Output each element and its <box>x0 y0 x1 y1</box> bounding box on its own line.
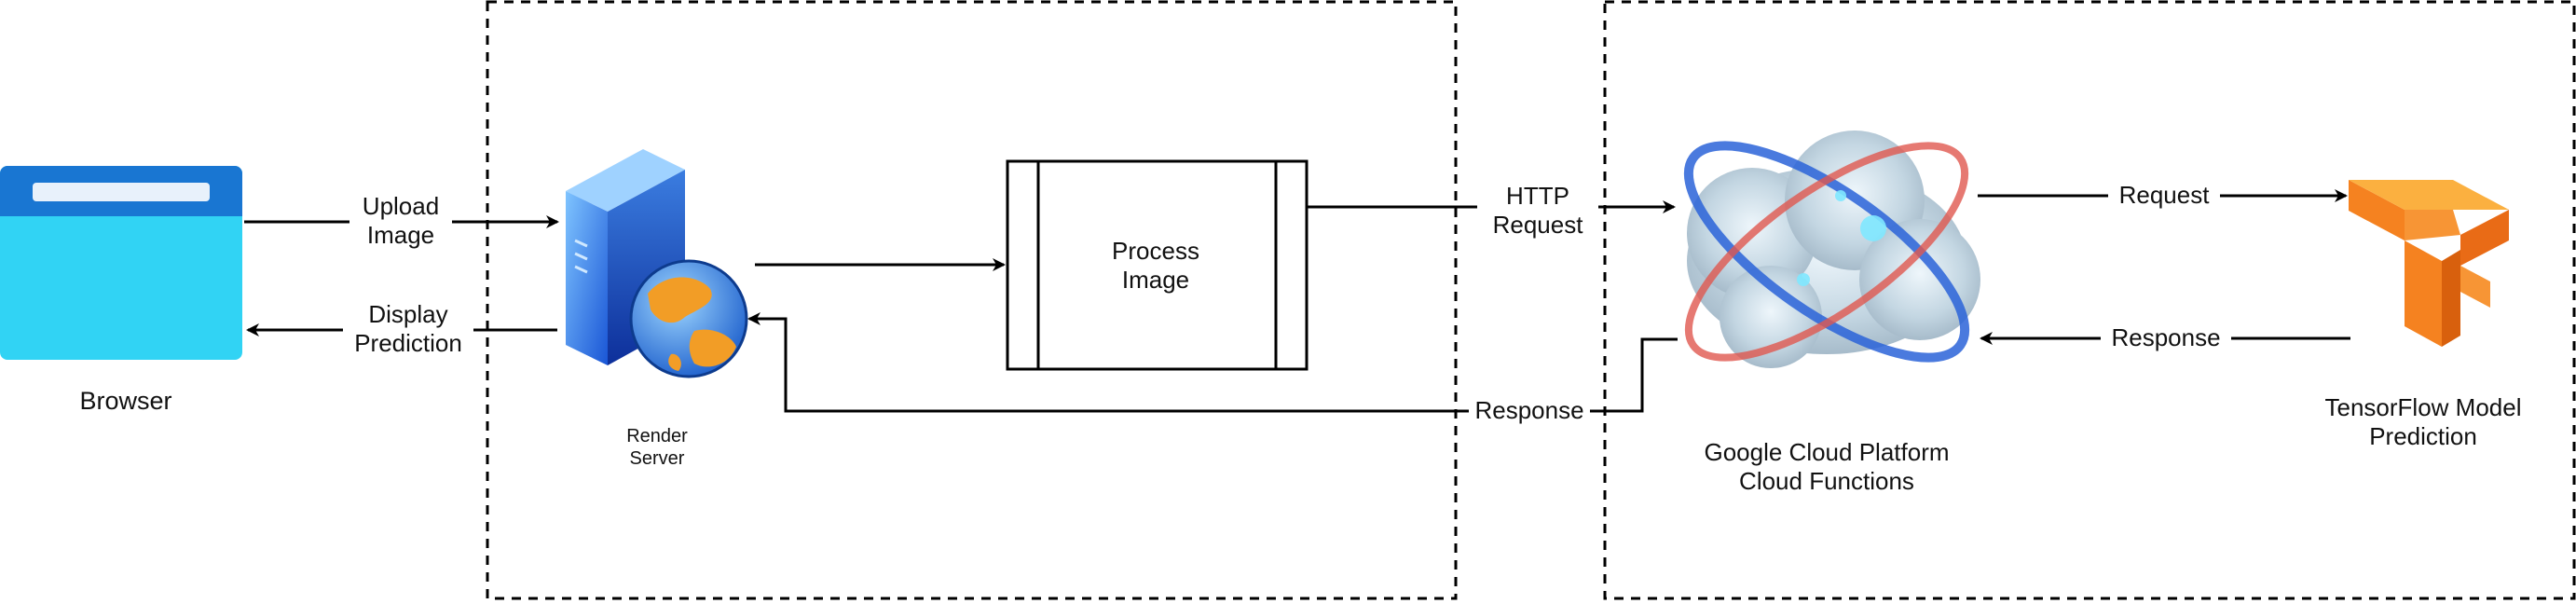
display-label: Display Prediction <box>343 300 473 359</box>
response-to-server-arrow <box>747 312 1678 413</box>
tensorflow-icon <box>2349 180 2509 347</box>
response-to-server-label: Response <box>1469 396 1590 426</box>
process-image-box <box>1006 159 1309 371</box>
cloud-functions-label: Google Cloud Platform Cloud Functions <box>1704 438 1950 496</box>
process-image-label: Process Image <box>1112 237 1199 295</box>
upload-label: Upload Image <box>349 192 452 251</box>
browser-label: Browser <box>79 387 172 415</box>
server-globe-icon <box>566 149 748 378</box>
http-request-label: HTTP Request <box>1477 182 1598 240</box>
cloud-container <box>1603 0 2576 600</box>
tensorflow-label: TensorFlow Model Prediction <box>2324 393 2522 451</box>
response-tf-label: Response <box>2101 323 2231 353</box>
browser-icon <box>0 166 242 360</box>
render-server-label: Render Server <box>626 426 688 469</box>
request-tf-label: Request <box>2108 181 2220 211</box>
render-server-container <box>486 0 1458 600</box>
cloud-functions-icon <box>1683 130 1980 368</box>
